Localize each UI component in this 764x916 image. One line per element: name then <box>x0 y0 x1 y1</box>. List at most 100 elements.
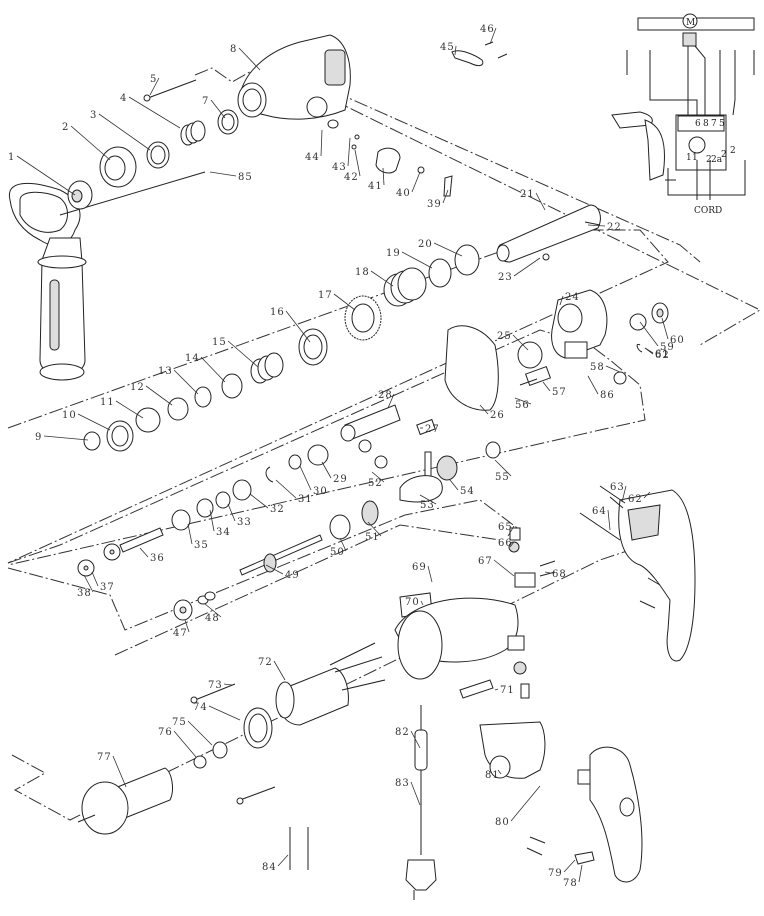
leader-line-4 <box>128 96 181 129</box>
leader-line-84 <box>277 854 289 867</box>
part-label-23: 23 <box>498 272 513 283</box>
leader-line-69 <box>427 565 433 583</box>
leader-line-74 <box>208 705 241 721</box>
leader-line-3 <box>98 113 151 151</box>
part-label-4: 4 <box>120 93 127 104</box>
leader-line-38 <box>83 574 94 593</box>
leader-line-13 <box>173 369 199 395</box>
leader-line-46 <box>489 27 497 45</box>
terminal-7: 7 <box>711 119 717 129</box>
leader-line-36 <box>139 547 149 558</box>
leader-line-52 <box>371 471 385 483</box>
leader-line-1 <box>16 155 76 196</box>
part-label-67: 67 <box>478 556 493 567</box>
part-label-1: 1 <box>8 152 15 163</box>
terminal-1b: 1 <box>692 153 698 163</box>
part-label-44: 44 <box>305 152 320 163</box>
boundary-motor-inner <box>114 524 501 656</box>
terminal-2a: 2a <box>711 155 723 165</box>
part-label-47: 47 <box>173 628 188 639</box>
leader-line-34 <box>209 509 215 532</box>
part-label-53: 53 <box>420 500 435 511</box>
part-label-52: 52 <box>368 478 383 489</box>
part-label-68: 68 <box>552 569 567 580</box>
wiring-terminal-labels: 6 8 7 5 1 1 2 2a 2 2 CORD <box>686 119 736 216</box>
part-label-18: 18 <box>355 267 370 278</box>
part-label-65: 65 <box>498 522 513 533</box>
part-label-59: 59 <box>660 342 675 353</box>
leader-line-79 <box>563 859 576 873</box>
part-label-85: 85 <box>238 172 253 183</box>
motor-symbol <box>682 13 698 29</box>
spring-18 <box>383 267 427 307</box>
part-label-5: 5 <box>150 74 157 85</box>
motor-parts <box>77 642 386 870</box>
leader-line-19 <box>401 251 433 269</box>
leader-line-25 <box>512 334 529 351</box>
part-label-36: 36 <box>150 553 165 564</box>
leader-line-62 <box>643 491 651 499</box>
leader-line-26 <box>479 404 489 415</box>
leader-line-45 <box>454 45 457 56</box>
gear-shaft-parts <box>77 404 501 621</box>
part-label-32: 32 <box>270 504 285 515</box>
leader-line-70 <box>420 600 424 606</box>
leader-line-71 <box>494 688 499 691</box>
leader-line-86 <box>587 375 599 395</box>
cylinder-housing-parts <box>444 289 669 411</box>
leader-line-42 <box>354 149 361 177</box>
leader-line-29 <box>321 461 332 479</box>
part-label-77: 77 <box>97 752 112 763</box>
part-label-57: 57 <box>552 387 567 398</box>
leader-line-64 <box>607 509 611 531</box>
chuck-parts <box>67 79 239 210</box>
part-label-63: 63 <box>610 482 625 493</box>
part-label-74: 74 <box>193 702 208 713</box>
leader-line-80 <box>510 785 541 822</box>
part-label-33: 33 <box>237 517 252 528</box>
terminal-1a: 1 <box>686 153 692 163</box>
leader-line-78 <box>578 864 583 883</box>
wiring-diagram: M <box>611 13 755 200</box>
part-label-30: 30 <box>313 486 328 497</box>
part-label-69: 69 <box>412 562 427 573</box>
leader-line-22 <box>587 224 606 227</box>
side-handle <box>8 171 206 381</box>
part-label-31: 31 <box>298 494 313 505</box>
leader-line-11 <box>115 400 144 419</box>
boundary-front-housing <box>194 64 762 346</box>
part-label-81: 81 <box>485 770 500 781</box>
part-label-48: 48 <box>205 613 220 624</box>
handle-parts <box>479 721 643 883</box>
terminal-6: 6 <box>695 119 701 129</box>
housing-half-right <box>579 485 696 662</box>
leader-line-39 <box>442 189 449 204</box>
leader-line-10 <box>77 413 111 431</box>
power-cord <box>405 705 437 900</box>
leader-line-23 <box>513 257 541 277</box>
leader-line-32 <box>249 493 269 509</box>
leader-line-77 <box>112 755 127 788</box>
leader-line-44 <box>320 129 323 157</box>
leader-line-30 <box>299 465 312 491</box>
part-label-2: 2 <box>62 122 69 133</box>
leader-line-20 <box>433 242 463 257</box>
leader-line-18 <box>370 270 394 287</box>
part-label-40: 40 <box>396 188 411 199</box>
part-label-37: 37 <box>100 582 115 593</box>
part-label-26: 26 <box>490 410 505 421</box>
motor-symbol-label: M <box>686 18 695 28</box>
spring-4 <box>180 120 206 146</box>
part-label-41: 41 <box>368 181 383 192</box>
leader-line-82 <box>410 730 421 749</box>
part-label-7: 7 <box>202 96 209 107</box>
leader-line-67 <box>493 559 515 577</box>
leader-line-28 <box>387 393 395 409</box>
part-label-86: 86 <box>600 390 615 401</box>
leader-line-15 <box>227 340 259 368</box>
part-label-58: 58 <box>590 362 605 373</box>
leader-line-53 <box>419 494 437 505</box>
leader-line-76 <box>173 730 197 758</box>
part-label-78: 78 <box>563 878 578 889</box>
